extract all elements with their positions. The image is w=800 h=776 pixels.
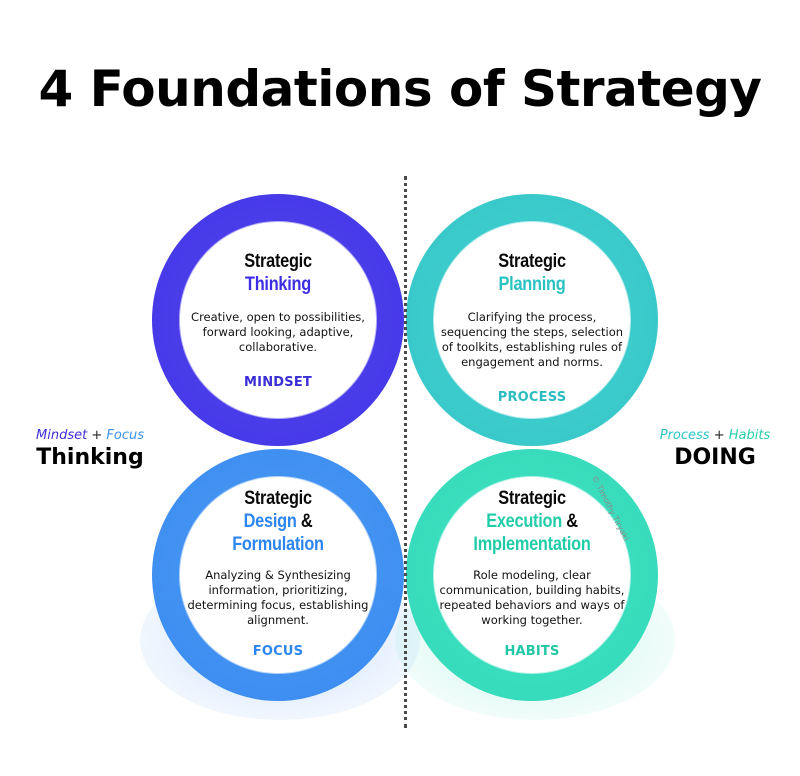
heading-ampersand: & — [300, 511, 313, 532]
caption-plus: + — [713, 428, 725, 443]
process-habits-caption: Process + Habits — [640, 428, 790, 443]
caption-habits: Habits — [728, 428, 771, 443]
caption-plus: + — [91, 428, 103, 443]
heading-line: Strategic — [244, 488, 312, 509]
heading-line: Strategic — [498, 488, 566, 509]
heading-accent: Implementation — [473, 534, 591, 555]
strategic-execution-heading: Strategic Execution & Implementation — [448, 487, 617, 556]
heading-line: Strategic — [244, 251, 312, 272]
center-divider — [404, 176, 407, 728]
heading-accent: Formulation — [232, 534, 324, 555]
strategic-design-heading: Strategic Design & Formulation — [194, 487, 363, 556]
strategic-thinking-circle: Strategic Thinking Creative, open to pos… — [180, 222, 376, 418]
page-title: 4 Foundations of Strategy — [38, 60, 762, 118]
heading-ampersand: & — [566, 511, 578, 532]
caption-process: Process — [659, 428, 710, 443]
mindset-tag: MINDSET — [244, 375, 312, 390]
heading-accent: Execution — [486, 511, 562, 532]
heading-line: Strategic — [498, 251, 566, 272]
strategic-design-circle: Strategic Design & Formulation Analyzing… — [180, 477, 376, 673]
doing-label: DOING — [674, 445, 756, 470]
caption-mindset: Mindset — [36, 428, 88, 443]
strategic-execution-description: Role modeling, clear communication, buil… — [439, 568, 625, 627]
focus-tag: FOCUS — [252, 644, 304, 659]
process-tag: PROCESS — [497, 390, 567, 405]
strategic-execution-circle: Strategic Execution & Implementation Rol… — [434, 477, 630, 673]
strategic-thinking-heading: Strategic Thinking — [194, 250, 363, 296]
strategic-planning-description: Clarifying the process, sequencing the s… — [440, 310, 624, 369]
heading-accent: Planning — [498, 274, 566, 295]
thinking-label: Thinking — [36, 445, 144, 470]
strategic-thinking-description: Creative, open to possibilities, forward… — [191, 310, 365, 354]
mindset-focus-caption: Mindset + Focus — [20, 428, 160, 443]
strategic-planning-heading: Strategic Planning — [448, 250, 617, 296]
habits-tag: HABITS — [504, 644, 560, 659]
strategic-planning-circle: Strategic Planning Clarifying the proces… — [434, 222, 630, 418]
strategic-design-description: Analyzing & Synthesizing information, pr… — [187, 568, 369, 627]
caption-focus: Focus — [106, 428, 144, 443]
doing-side-label: Process + Habits DOING — [640, 428, 790, 470]
thinking-side-label: Mindset + Focus Thinking — [20, 428, 160, 470]
heading-accent: Thinking — [244, 274, 312, 295]
heading-accent: Design — [243, 511, 297, 532]
